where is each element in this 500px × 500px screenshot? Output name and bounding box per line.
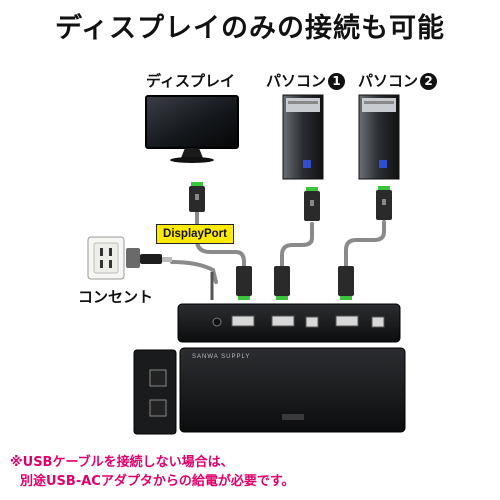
wall-outlet-icon — [87, 236, 125, 280]
displayport-plug-icon — [338, 266, 354, 300]
monitor-icon — [145, 95, 239, 163]
switch-side-panel — [133, 349, 177, 435]
display-label: ディスプレイ — [146, 72, 235, 90]
display-cable — [195, 210, 246, 268]
pc2-label-text: パソコン — [358, 72, 419, 90]
pc2-cable — [344, 220, 386, 268]
displayport-plug-icon — [274, 266, 290, 300]
brand-logo: SANWA SUPPLY — [192, 354, 251, 360]
displayport-label: DisplayPort — [156, 224, 234, 244]
usb-ac-adapter-icon — [126, 248, 172, 268]
pc1-tower-icon — [282, 94, 324, 180]
pc1-number-badge: 1 — [328, 73, 346, 90]
switch-rear-panel — [177, 303, 401, 343]
power-cable — [170, 260, 218, 284]
displayport-plug-icon — [189, 182, 205, 212]
power-note-line1: ※USBケーブルを接続しない場合は、 — [10, 455, 234, 470]
pc2-tower-icon — [358, 94, 400, 180]
power-note-line2: 別途USB-ACアダプタからの給電が必要です。 — [20, 474, 295, 489]
displayport-plug-icon — [304, 187, 320, 221]
displayport-plug-icon — [376, 186, 392, 220]
pc1-cable — [280, 222, 314, 268]
displayport-plug-icon — [236, 266, 252, 300]
outlet-label: コンセント — [78, 288, 154, 306]
power-note: ※USBケーブルを接続しない場合は、 別途USB-ACアダプタからの給電が必要で… — [10, 453, 295, 491]
pc2-number-badge: 2 — [420, 73, 438, 90]
page-title: ディスプレイのみの接続も可能 — [54, 13, 446, 44]
pc1-label-text: パソコン — [266, 72, 327, 90]
switch-top-panel — [179, 347, 406, 433]
